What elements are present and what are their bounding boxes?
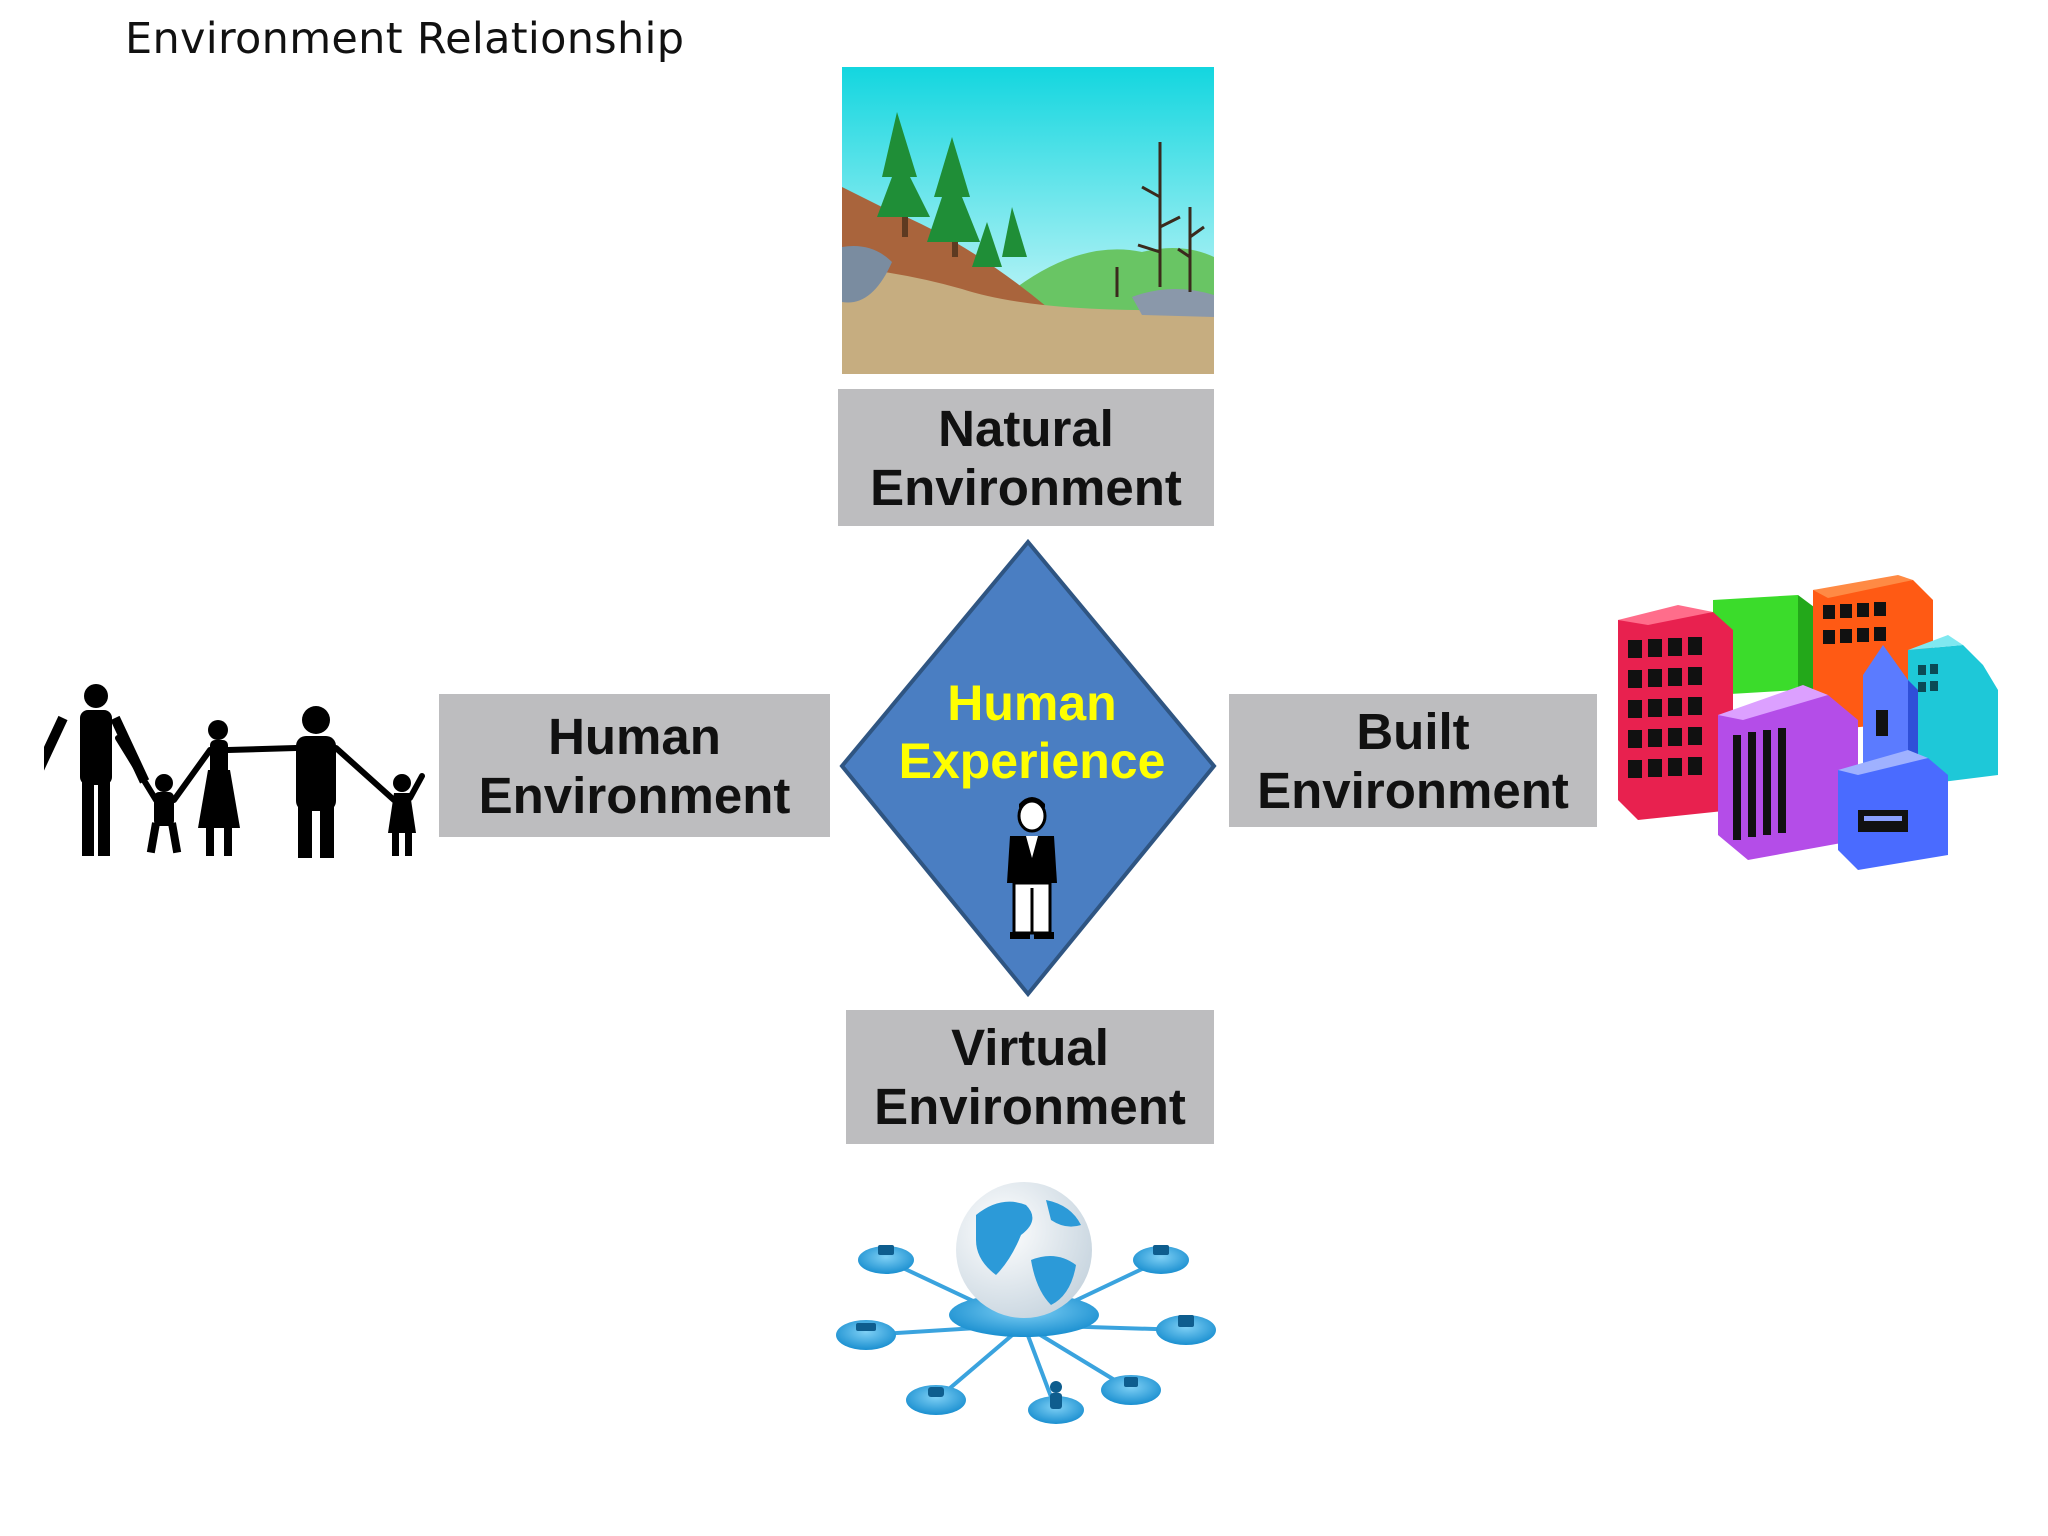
- center-text-line2: Experience: [899, 733, 1166, 789]
- human-label-line2: Environment: [478, 766, 791, 824]
- network-globe-icon: [836, 1182, 1216, 1424]
- city-buildings-icon: [1618, 575, 1998, 870]
- virtual-label-line1: Virtual: [951, 1019, 1109, 1076]
- page-title: Environment Relationship: [125, 14, 685, 64]
- natural-label-line1: Natural: [938, 399, 1114, 457]
- built-label-line2: Environment: [1257, 761, 1569, 819]
- natural-landscape-icon: [842, 67, 1214, 374]
- virtual-environment-label: Virtual Environment: [846, 1010, 1214, 1144]
- family-silhouette-icon: [44, 684, 425, 858]
- center-text-line1: Human: [947, 675, 1116, 731]
- built-label-line1: Built: [1356, 702, 1470, 760]
- natural-environment-label: Natural Environment: [838, 389, 1214, 526]
- human-environment-label: Human Environment: [439, 694, 830, 837]
- human-label-line1: Human: [548, 707, 721, 765]
- person-icon: [1007, 797, 1057, 939]
- natural-label-line2: Environment: [870, 458, 1182, 516]
- human-experience-diamond: Human Experience: [839, 538, 1217, 998]
- built-environment-label: Built Environment: [1229, 694, 1597, 827]
- virtual-label-line2: Environment: [874, 1078, 1186, 1135]
